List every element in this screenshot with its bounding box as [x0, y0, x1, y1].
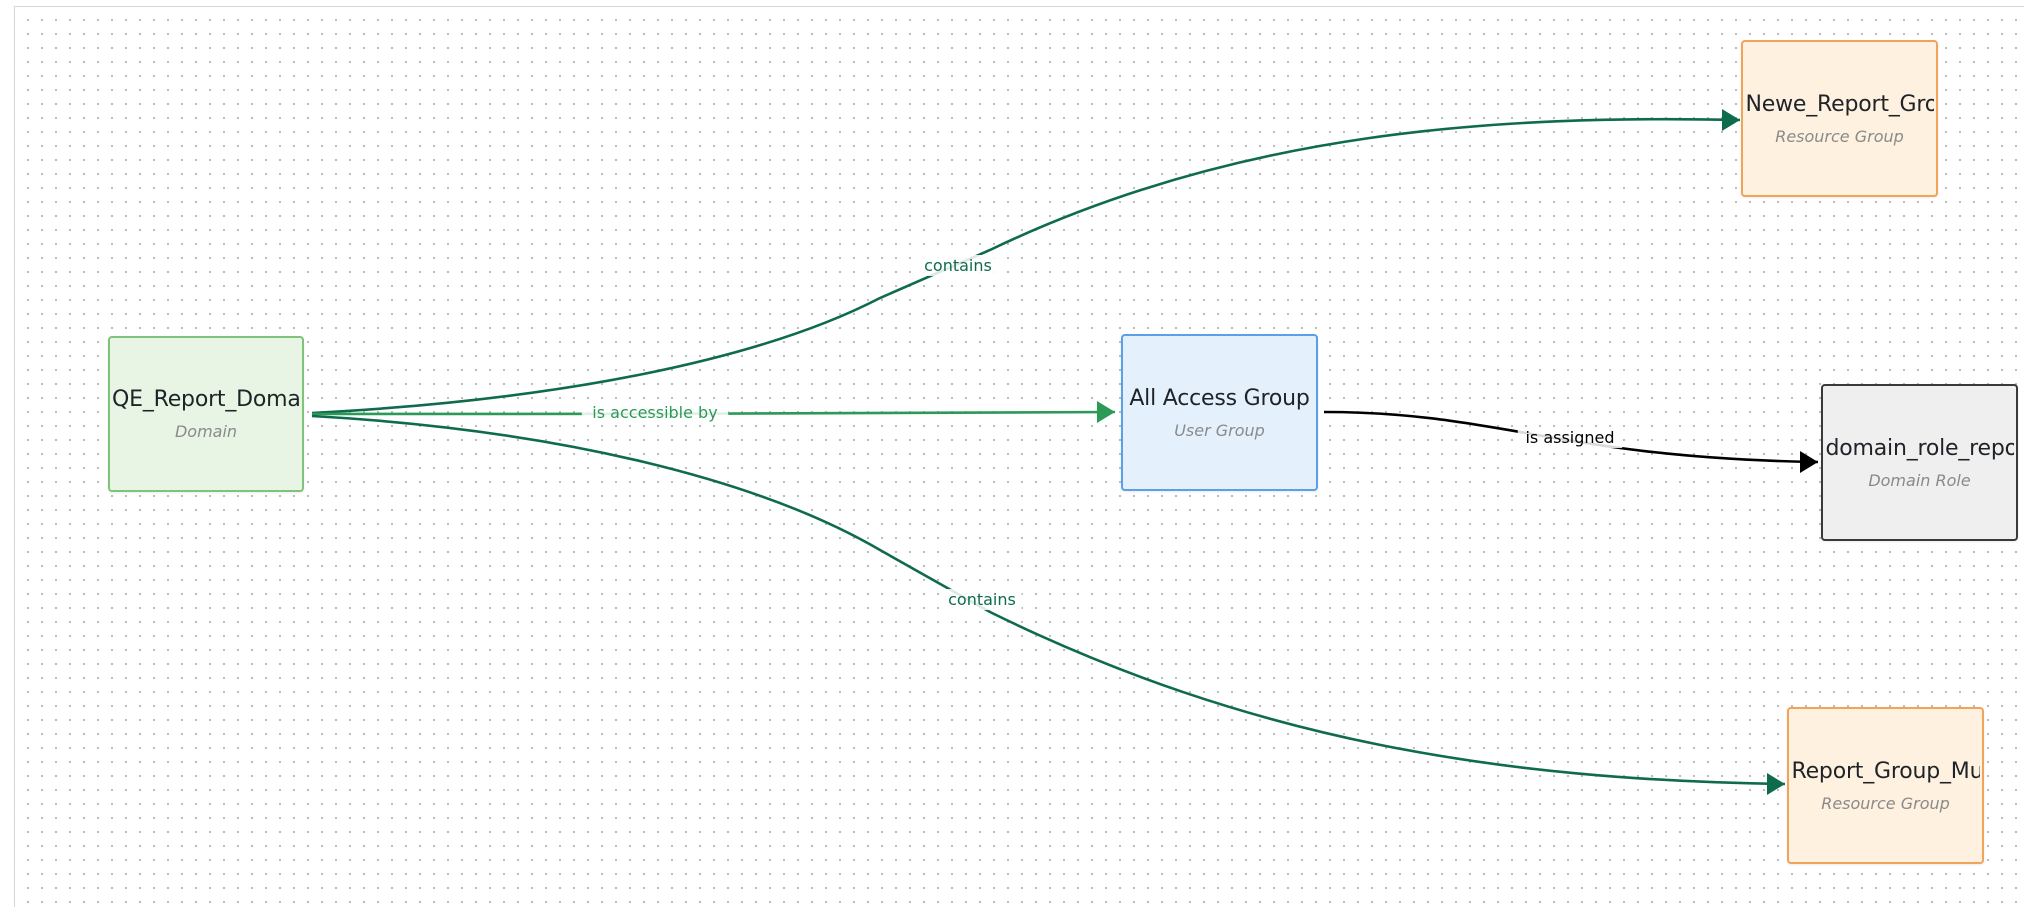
edge-label-background — [918, 255, 998, 276]
node-title: Report_Group_Mu — [1791, 758, 1980, 784]
node-type: Domain — [174, 422, 238, 441]
arrowhead-icon — [1800, 451, 1818, 473]
edge-layer: contains is accessible by contains is assig… — [311, 109, 1819, 795]
edge-label-background — [1517, 427, 1623, 448]
edge-label-background — [942, 589, 1022, 610]
node-title: All Access Group — [1129, 385, 1310, 411]
edge-label: is accessible by — [592, 403, 717, 422]
edge-qe-report-domain-to-report-group-mu[interactable]: contains — [311, 414, 1786, 795]
edge-label-background — [581, 402, 729, 423]
arrowhead-icon — [1722, 109, 1740, 131]
arrowhead-icon — [1097, 401, 1115, 423]
edge-qe-report-domain-to-newe-report-group[interactable]: contains — [311, 109, 1741, 415]
edge-label: contains — [924, 256, 992, 275]
node-type: Resource Group — [1821, 793, 1950, 813]
edge-label: is assigned — [1525, 428, 1614, 447]
edge-qe-report-domain-to-all-access-group[interactable]: is accessible by — [311, 401, 1116, 423]
edge-label: contains — [948, 590, 1016, 609]
node-title: QE_Report_Domai — [112, 387, 300, 412]
node-type: Domain Role — [1868, 470, 1971, 490]
edge-line — [311, 117, 1741, 415]
node-type: Resource Group — [1775, 126, 1904, 146]
edge-line — [311, 414, 1786, 786]
arrowhead-icon — [1767, 773, 1785, 795]
node-title: domain_role_repo — [1825, 435, 2014, 461]
edge-all-access-group-to-domain-role-report[interactable]: is assigned — [1323, 410, 1819, 473]
node-type: User Group — [1174, 420, 1265, 440]
node-title: Newe_Report_Gro — [1745, 91, 1934, 117]
